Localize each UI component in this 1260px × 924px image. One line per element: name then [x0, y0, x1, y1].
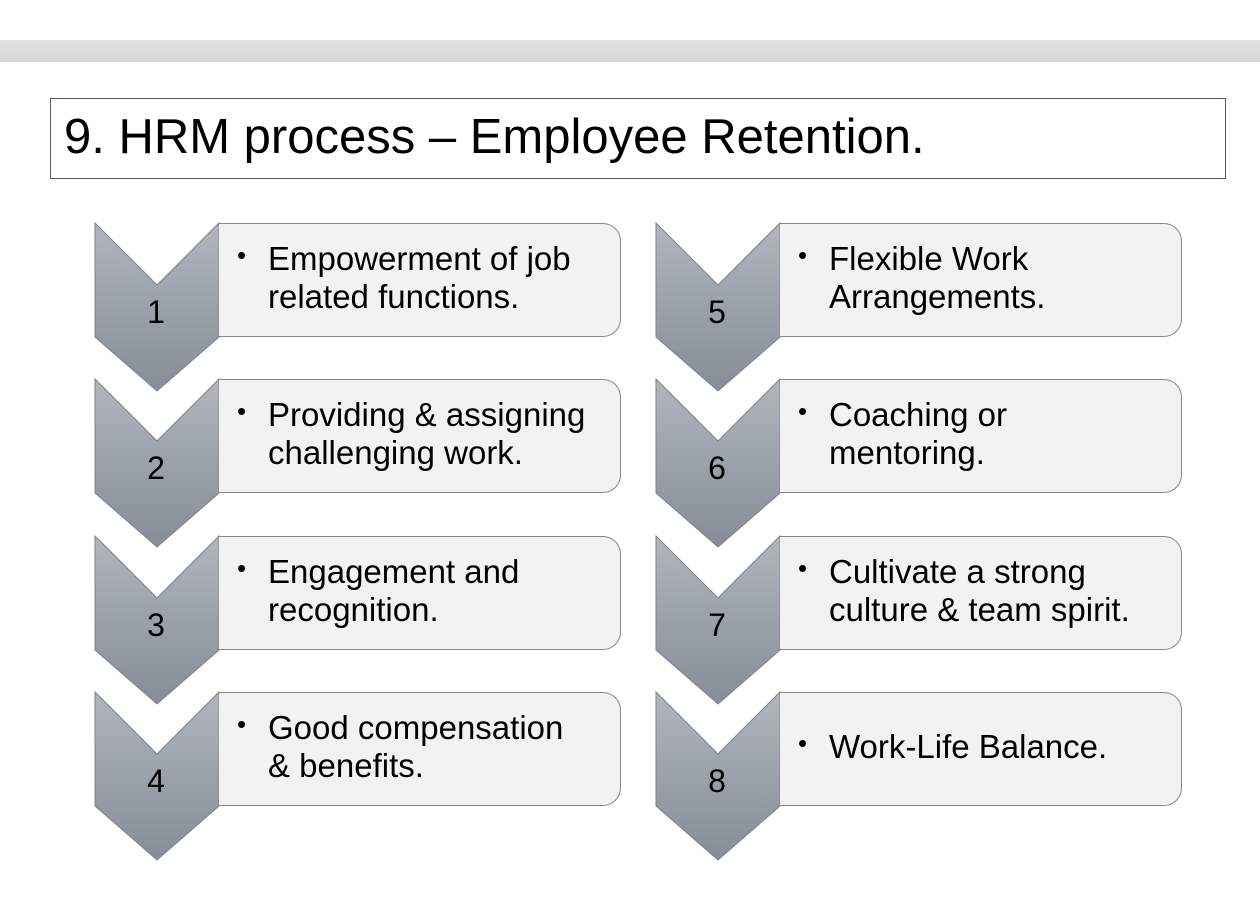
- chevron-3: [94, 534, 220, 705]
- chevron-8: [655, 690, 781, 861]
- chevron-4: [94, 690, 220, 861]
- step-text-3: Engagement and recognition.: [268, 553, 520, 628]
- step-text-2: Providing & assigning challenging work.: [268, 396, 586, 471]
- step-text-7: Cultivate a strong culture & team spirit…: [829, 553, 1130, 628]
- step-card-3: • Engagement and recognition.: [219, 536, 621, 650]
- chevron-group: [94, 221, 781, 861]
- bullet-icon: •: [237, 240, 247, 270]
- step-number-2: 2: [147, 450, 165, 486]
- step-card-8: • Work-Life Balance.: [780, 692, 1182, 806]
- step-number-1: 1: [147, 294, 165, 330]
- step-number-6: 6: [708, 450, 726, 486]
- title-box: 9. HRM process – Employee Retention.: [50, 98, 1226, 179]
- bullet-icon: •: [237, 553, 247, 583]
- step-card-1: • Empowerment of job related functions.: [219, 223, 621, 337]
- step-text-4: Good compensation & benefits.: [268, 709, 564, 784]
- step-card-7: • Cultivate a strong culture & team spir…: [780, 536, 1182, 650]
- step-card-2: • Providing & assigning challenging work…: [219, 379, 621, 493]
- chevron-5: [655, 221, 781, 392]
- chevron-2: [94, 377, 220, 548]
- bullet-icon: •: [237, 396, 247, 426]
- step-number-8: 8: [708, 763, 726, 799]
- bullet-icon: •: [798, 396, 808, 426]
- bullet-icon: •: [798, 553, 808, 583]
- step-number-7: 7: [708, 607, 726, 643]
- bullet-icon: •: [798, 728, 808, 758]
- chevron-6: [655, 377, 781, 548]
- chevron-1: [94, 221, 220, 392]
- step-card-5: • Flexible Work Arrangements.: [780, 223, 1182, 337]
- bullet-icon: •: [798, 240, 808, 270]
- step-text-8: Work-Life Balance.: [829, 728, 1108, 765]
- step-number-3: 3: [147, 607, 165, 643]
- chevron-7: [655, 534, 781, 705]
- step-card-6: • Coaching or mentoring.: [780, 379, 1182, 493]
- step-text-5: Flexible Work Arrangements.: [829, 240, 1046, 315]
- top-band: [0, 40, 1260, 62]
- slide-title: 9. HRM process – Employee Retention.: [64, 110, 925, 164]
- step-text-6: Coaching or mentoring.: [829, 396, 1007, 471]
- step-text-1: Empowerment of job related functions.: [268, 240, 571, 315]
- step-number-4: 4: [147, 763, 165, 799]
- step-card-4: • Good compensation & benefits.: [219, 692, 621, 806]
- step-number-5: 5: [708, 294, 726, 330]
- bullet-icon: •: [237, 709, 247, 739]
